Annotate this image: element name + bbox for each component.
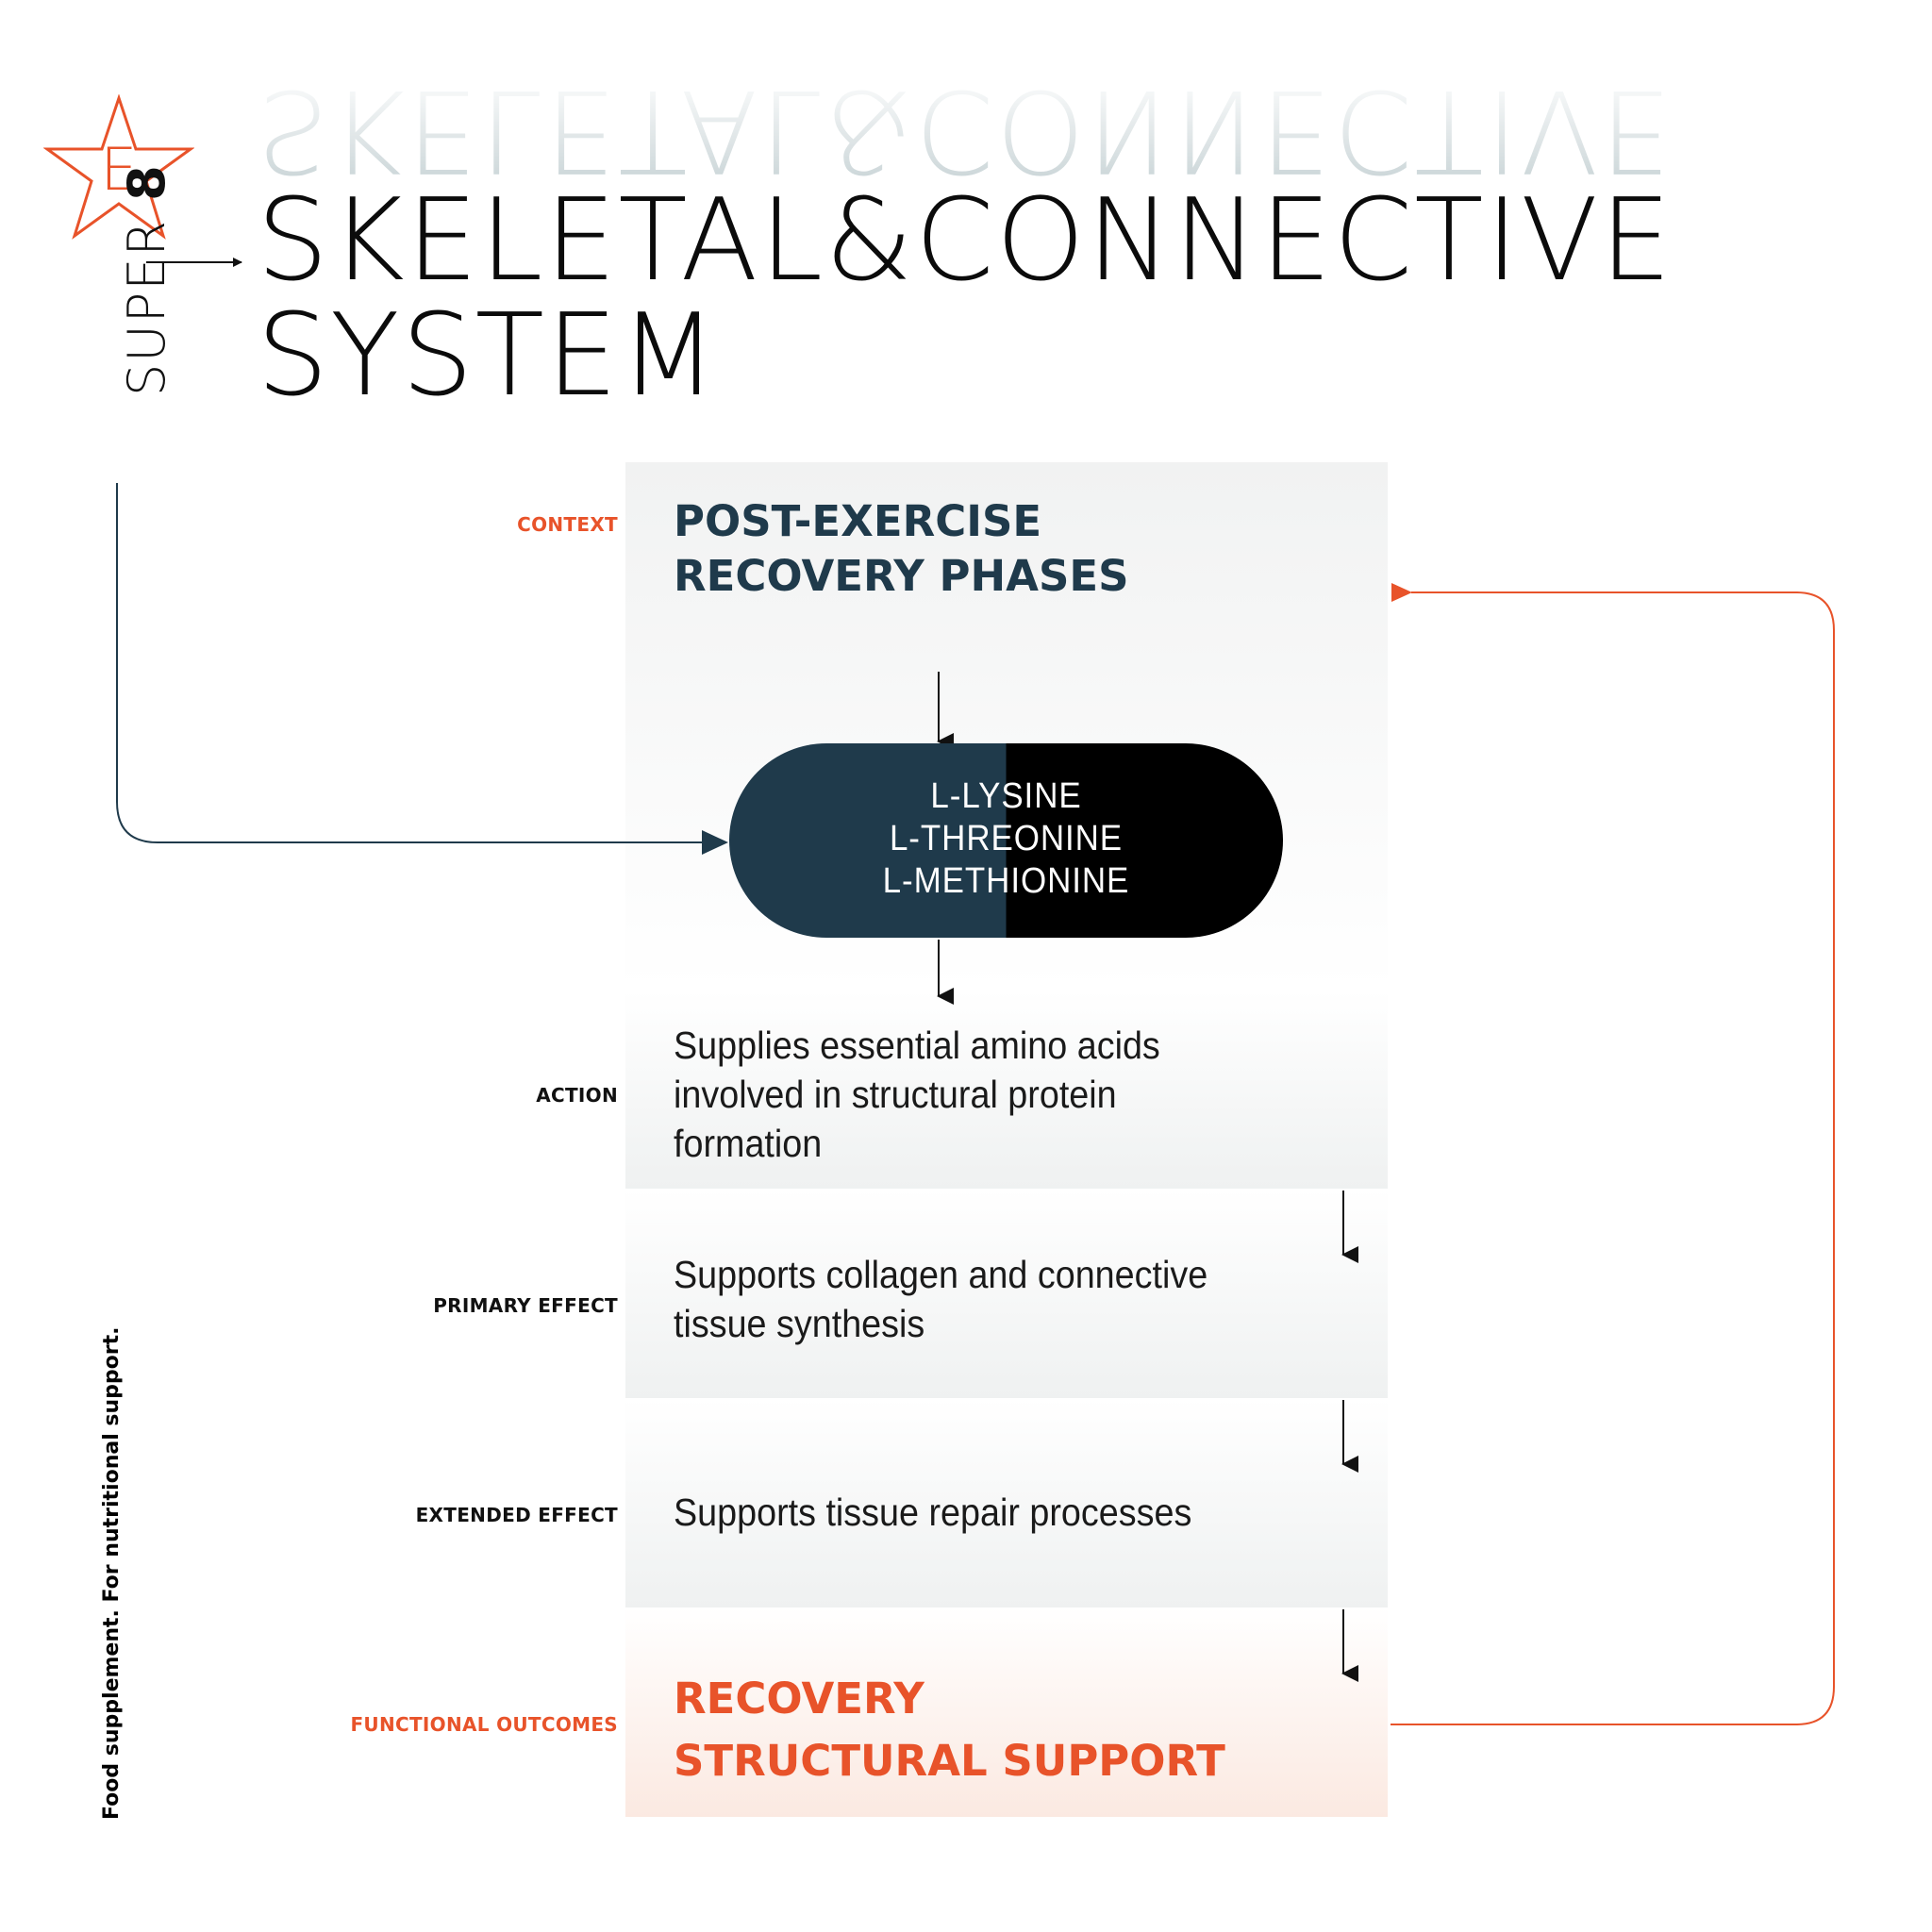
action-text: Supplies essential amino acids involved … bbox=[674, 1021, 1203, 1168]
brand-to-capsule-connector bbox=[116, 483, 728, 855]
page-title: SKELETAL&CONNECTIVE SYSTEM bbox=[257, 184, 1860, 414]
context-heading-line-2: RECOVERY PHASES bbox=[674, 551, 1129, 601]
ingredient-item: L-METHIONINE bbox=[882, 861, 1130, 901]
extended-effect-label: EXTENDED EFFECT bbox=[415, 1504, 618, 1526]
primary-effect-text: Supports collagen and connective tissue … bbox=[674, 1250, 1254, 1348]
action-panel bbox=[625, 991, 1388, 1189]
primary-effect-text-line: Supports collagen and connective bbox=[674, 1253, 1208, 1296]
star-logo-icon bbox=[43, 94, 194, 240]
outcome-item-structural-support: STRUCTURAL SUPPORT bbox=[674, 1736, 1225, 1786]
action-text-line: Supplies essential amino acids bbox=[674, 1024, 1160, 1067]
functional-outcomes-label: FUNCTIONAL OUTCOMES bbox=[350, 1713, 618, 1736]
extended-effect-panel bbox=[625, 1398, 1388, 1607]
logo-letter: E bbox=[100, 135, 138, 204]
title-line-1: SKELETAL&CONNECTIVE bbox=[257, 175, 1674, 307]
action-text-line: involved in structural protein bbox=[674, 1073, 1117, 1116]
context-heading: POST-EXERCISE RECOVERY PHASES bbox=[674, 494, 1129, 604]
title-line-2: SYSTEM bbox=[257, 291, 720, 422]
primary-effect-panel bbox=[625, 1189, 1388, 1398]
functional-outcomes-list: RECOVERY STRUCTURAL SUPPORT bbox=[674, 1668, 1225, 1792]
ingredient-item: L-LYSINE bbox=[930, 776, 1082, 816]
extended-effect-text-line: Supports tissue repair processes bbox=[674, 1491, 1192, 1534]
primary-effect-text-line: tissue synthesis bbox=[674, 1302, 925, 1345]
context-label: CONTEXT bbox=[517, 513, 618, 536]
outcome-item-recovery: RECOVERY bbox=[674, 1674, 924, 1724]
ingredient-item: L-THREONINE bbox=[889, 819, 1124, 858]
footnote: Food supplement. For nutritional support… bbox=[100, 1326, 124, 1821]
feedback-loop-connector bbox=[1391, 583, 1835, 1725]
ingredients-capsule bbox=[729, 743, 1283, 938]
functional-outcomes-panel bbox=[625, 1607, 1388, 1817]
action-label: ACTION bbox=[536, 1084, 618, 1107]
context-heading-line-1: POST-EXERCISE bbox=[674, 496, 1042, 546]
extended-effect-text: Supports tissue repair processes bbox=[674, 1488, 1237, 1537]
action-text-line: formation bbox=[674, 1122, 823, 1165]
ingredients-list: L-LYSINE L-THREONINE L-METHIONINE bbox=[729, 775, 1283, 903]
primary-effect-label: PRIMARY EFFECT bbox=[433, 1294, 618, 1317]
